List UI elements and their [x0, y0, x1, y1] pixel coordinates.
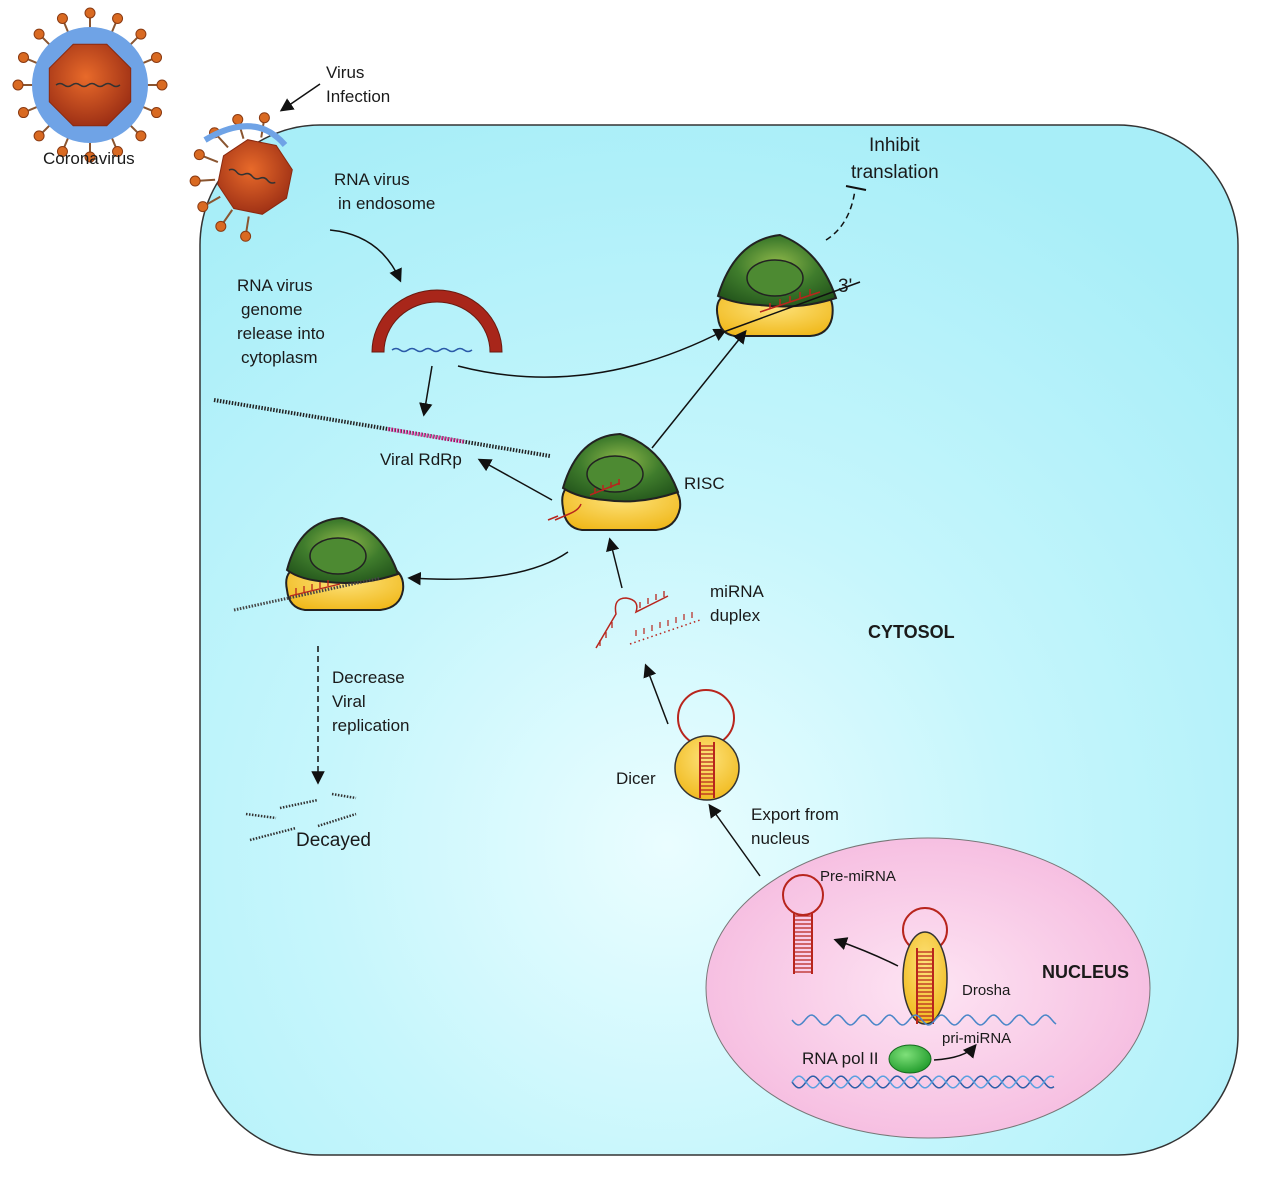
spike-protein-icon: [33, 28, 45, 40]
risc-complex: [547, 432, 682, 531]
spike-protein-icon: [17, 107, 29, 119]
to-genome-arrow: [419, 365, 433, 417]
spike-protein-icon: [135, 130, 147, 142]
mirna-duplex-label: miRNA: [710, 582, 764, 601]
dicer-complex: [674, 689, 740, 801]
three-prime-label: 3': [838, 276, 852, 297]
spike-protein-icon: [135, 28, 147, 40]
risc-to-degradation-arrow: [407, 551, 569, 586]
transcription-arrow: [933, 1043, 977, 1061]
spike-protein-icon: [12, 79, 24, 91]
rna-pol-ii-icon: [888, 1044, 932, 1074]
decrease-label-3: replication: [332, 716, 410, 735]
spike-protein-icon: [197, 201, 209, 213]
export-label: Export from: [751, 805, 839, 824]
virus-infection-label: Virus: [326, 63, 364, 82]
nucleus-label: NUCLEUS: [1042, 962, 1129, 982]
dicer-label: Dicer: [616, 769, 656, 788]
export-arrow: [708, 803, 761, 877]
duplex-to-risc-arrow: [606, 537, 623, 589]
rdrp-label: Viral RdRp: [380, 450, 462, 469]
capsid-arc: [371, 289, 503, 353]
mirna-duplex: [595, 591, 701, 649]
decrease-label-2: Viral: [332, 692, 366, 711]
drosha-to-pre-arrow: [833, 937, 899, 967]
rdrp-segment: [387, 427, 466, 444]
spike-protein-icon: [189, 175, 201, 187]
dna-helix-strand-a: [791, 1075, 1055, 1089]
entering-virus-icon: [189, 112, 293, 242]
infection-arrow: [279, 83, 321, 112]
risc-label: RISC: [684, 474, 725, 493]
spike-protein-icon: [193, 149, 205, 161]
endosome-arrow: [329, 229, 402, 283]
drosha-complex: [902, 907, 948, 1025]
genome-release-label-3: release into: [237, 324, 325, 343]
spike-protein-icon: [258, 112, 270, 124]
endosome-label-2: in endosome: [338, 194, 435, 213]
spike-protein-icon: [112, 146, 124, 158]
decayed-fragments: [245, 792, 357, 842]
inhibit-label-2: translation: [851, 162, 939, 183]
spike-protein-icon: [84, 151, 96, 163]
spike-protein-icon: [151, 51, 163, 63]
risc-translation-complex: [716, 233, 861, 337]
inhibit-bar: [845, 185, 867, 191]
rna-pol-label: RNA pol II: [802, 1049, 879, 1068]
risc-to-translation-arrow: [651, 329, 747, 449]
coronavirus-icon: [12, 7, 168, 163]
decrease-label: Decrease: [332, 668, 405, 687]
cytosol-label: CYTOSOL: [868, 622, 955, 642]
viral-rna-strand: [391, 347, 473, 353]
risc-degradation-complex: [233, 516, 405, 612]
pri-mirna-label: pri-miRNA: [942, 1030, 1011, 1047]
dicer-to-duplex-arrow: [643, 663, 669, 725]
mirna-duplex-label-2: duplex: [710, 606, 761, 625]
export-label-2: nucleus: [751, 829, 810, 848]
virus-infection-label-2: Infection: [326, 87, 390, 106]
spike-protein-icon: [56, 146, 68, 158]
spike-protein-icon: [215, 220, 227, 232]
spike-protein-icon: [56, 12, 68, 24]
pri-mirna-strand: [791, 1014, 1057, 1026]
pre-mirna-label: Pre-miRNA: [820, 868, 896, 885]
inhibit-label: Inhibit: [869, 135, 920, 156]
spike-protein-icon: [240, 230, 252, 242]
coronavirus-label: Coronavirus: [43, 149, 135, 168]
spike-protein-icon: [84, 7, 96, 19]
genome-release-label-2: genome: [241, 300, 302, 319]
spike-protein-icon: [112, 12, 124, 24]
spike-protein-icon: [232, 114, 244, 126]
endosome-label: RNA virus: [334, 170, 410, 189]
spike-protein-icon: [17, 51, 29, 63]
decayed-label: Decayed: [296, 830, 371, 851]
pre-mirna-hairpin: [782, 874, 824, 974]
genome-release-label-4: cytoplasm: [241, 348, 318, 367]
spike-protein-icon: [156, 79, 168, 91]
dna-helix-strand-b: [791, 1075, 1055, 1089]
drosha-label: Drosha: [962, 982, 1011, 999]
to-translation-arrow: [457, 328, 728, 378]
risc-to-rdrp-arrow: [477, 458, 553, 501]
genome-release-label: RNA virus: [237, 276, 313, 295]
inhibit-line: [825, 189, 856, 241]
spike-protein-icon: [151, 107, 163, 119]
spike-protein-icon: [33, 130, 45, 142]
